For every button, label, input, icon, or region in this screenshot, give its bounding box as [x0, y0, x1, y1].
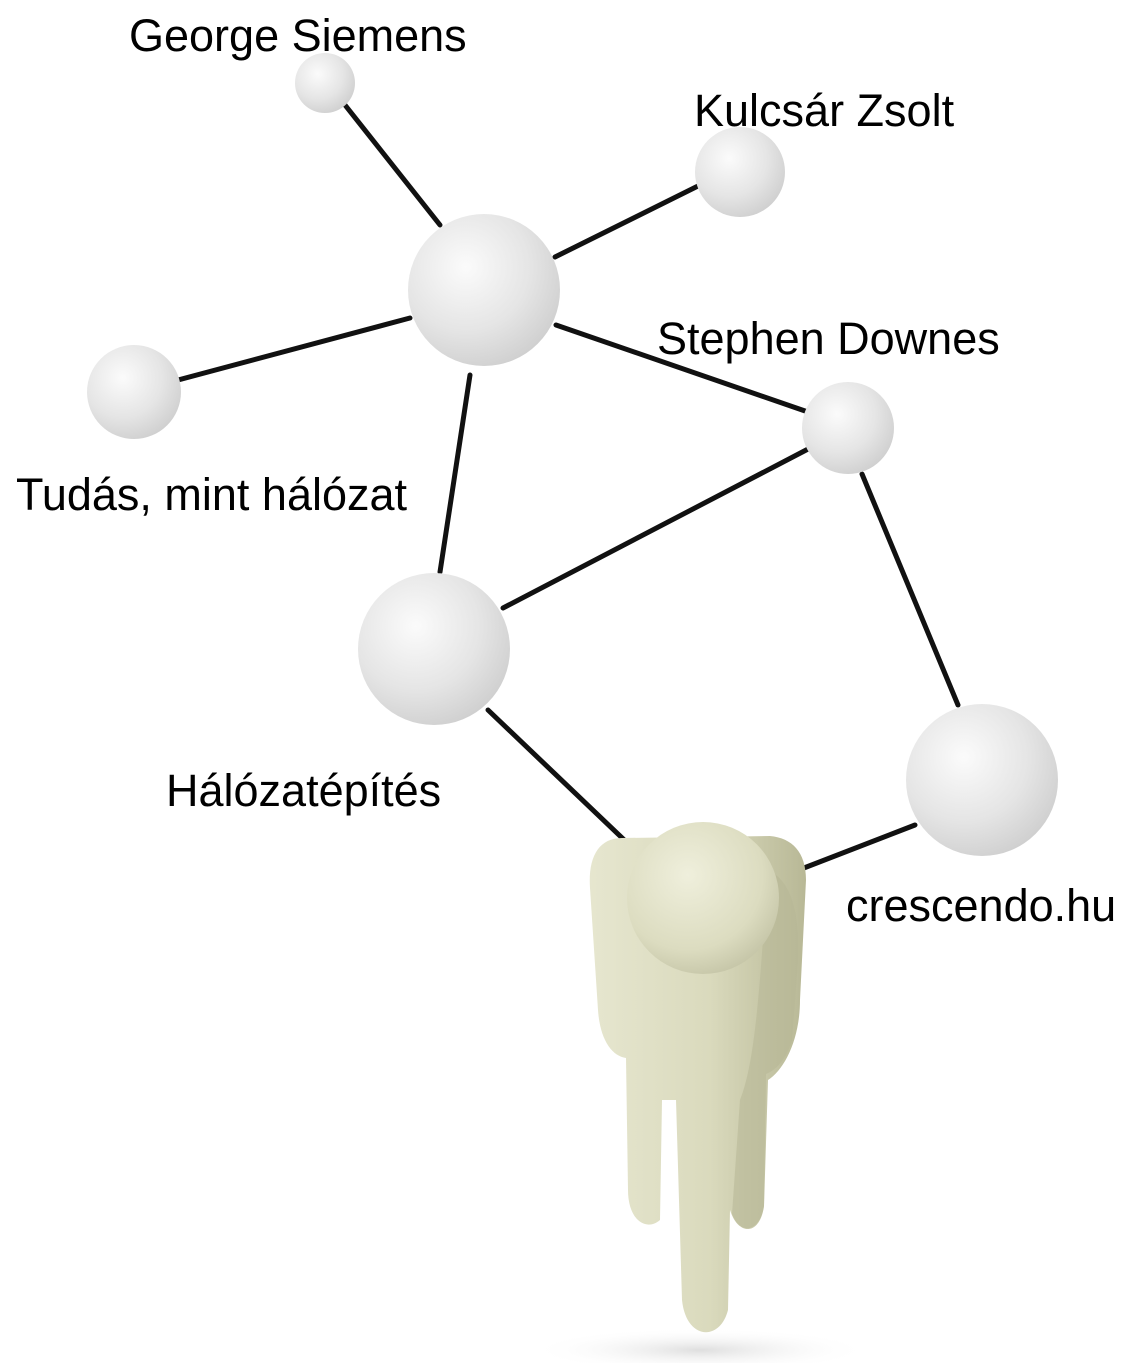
edge-hub-tudas [175, 315, 413, 383]
edge-hub-halozat [437, 372, 473, 575]
node-crescendo [906, 704, 1058, 856]
edges [175, 102, 961, 881]
label-crescendo: crescendo.hu [846, 880, 1117, 931]
person-body-shade [732, 870, 799, 1229]
edge-hub-george [342, 102, 443, 228]
node-george-siemens [295, 53, 355, 113]
person-head [627, 822, 779, 974]
node-tudas-mint-halozat [87, 345, 181, 439]
label-halozatepites: Hálózatépítés [166, 765, 442, 816]
edge-stephen-crescendo [859, 471, 961, 708]
person-shadow [530, 1328, 870, 1363]
node-halozatepites [358, 573, 510, 725]
nodes [87, 53, 1058, 856]
edge-hub-kulcsar [552, 182, 703, 260]
edge-hub-stephen [553, 322, 811, 415]
node-kulcsar-zsolt [695, 127, 785, 217]
label-george-siemens: George Siemens [129, 10, 467, 61]
label-tudas-mint-halozat: Tudás, mint hálózat [16, 469, 408, 520]
edge-halozat-person [485, 707, 643, 858]
node-stephen-downes [802, 382, 894, 474]
edge-halozat-stephen [500, 445, 813, 611]
label-stephen-downes: Stephen Downes [657, 313, 1000, 364]
person-figure [530, 822, 870, 1363]
label-kulcsar-zsolt: Kulcsár Zsolt [694, 85, 955, 136]
node-hub [408, 214, 560, 366]
